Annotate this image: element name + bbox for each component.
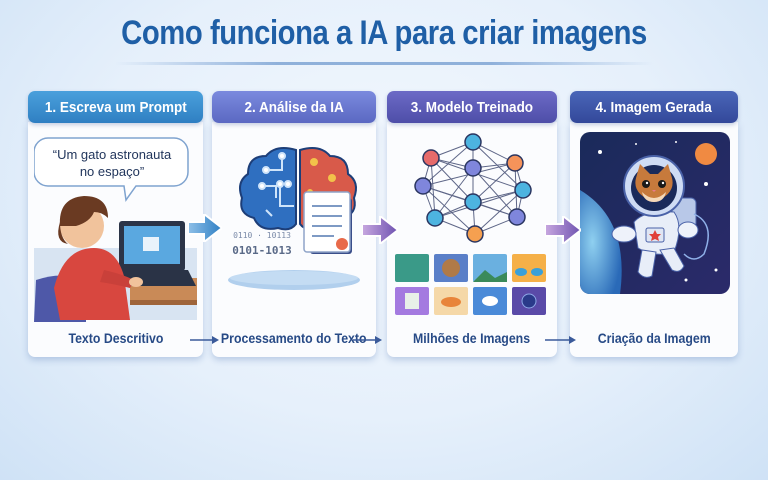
connector-arrow-icon	[545, 336, 576, 344]
step-card-2: 2. Análise da IA	[212, 91, 376, 357]
step-2-header: 2. Análise da IA	[212, 91, 376, 123]
step-1-label: 1. Escreva um Prompt	[44, 98, 187, 116]
step-3-header: 3. Modelo Treinado	[387, 91, 557, 123]
connector-arrow-icon	[353, 336, 382, 344]
cat-astronaut-illustration	[576, 130, 732, 326]
step-2-body: 0110 · 10113 0101-1013 Processamento do …	[212, 122, 376, 357]
arrow-right-icon	[545, 216, 581, 244]
step-3-caption: Milhões de Imagens	[413, 330, 531, 346]
title-divider	[115, 62, 653, 65]
svg-text:no espaço”: no espaço”	[80, 164, 144, 179]
person-typing-illustration: “Um gato astronauta no espaço”	[33, 130, 197, 326]
step-1-body: “Um gato astronauta no espaço”	[28, 122, 203, 357]
step-card-4: 4. Imagem Gerada	[570, 91, 738, 357]
image-thumbnail-grid	[395, 254, 546, 315]
step-4-caption: Criação da Imagem	[597, 330, 711, 346]
arrow-right-icon	[188, 214, 222, 242]
svg-text:0110 · 10113: 0110 · 10113	[233, 231, 291, 240]
neural-network-illustration	[393, 130, 551, 326]
svg-text:“Um gato astronauta: “Um gato astronauta	[53, 147, 172, 162]
step-card-3: 3. Modelo Treinado	[387, 91, 557, 357]
step-1-header: 1. Escreva um Prompt	[28, 91, 203, 123]
step-3-body: Milhões de Imagens	[387, 122, 557, 357]
brain-analysis-illustration: 0110 · 10113 0101-1013	[218, 130, 370, 326]
step-3-label: 3. Modelo Treinado	[410, 98, 534, 116]
arrow-right-icon	[362, 216, 398, 244]
step-2-label: 2. Análise da IA	[244, 98, 344, 116]
step-4-header: 4. Imagem Gerada	[570, 91, 738, 123]
step-4-label: 4. Imagem Gerada	[595, 98, 713, 116]
page-title: Como funciona a IA para criar imagens	[121, 14, 647, 52]
step-2-caption: Processamento do Texto	[221, 330, 367, 346]
connector-arrow-icon	[190, 336, 219, 344]
svg-text:0101-1013: 0101-1013	[232, 244, 292, 257]
step-4-body: Criação da Imagem	[570, 122, 738, 357]
step-card-1: 1. Escreva um Prompt “Um gato astronauta…	[28, 91, 203, 357]
step-1-caption: Texto Descritivo	[68, 330, 163, 346]
